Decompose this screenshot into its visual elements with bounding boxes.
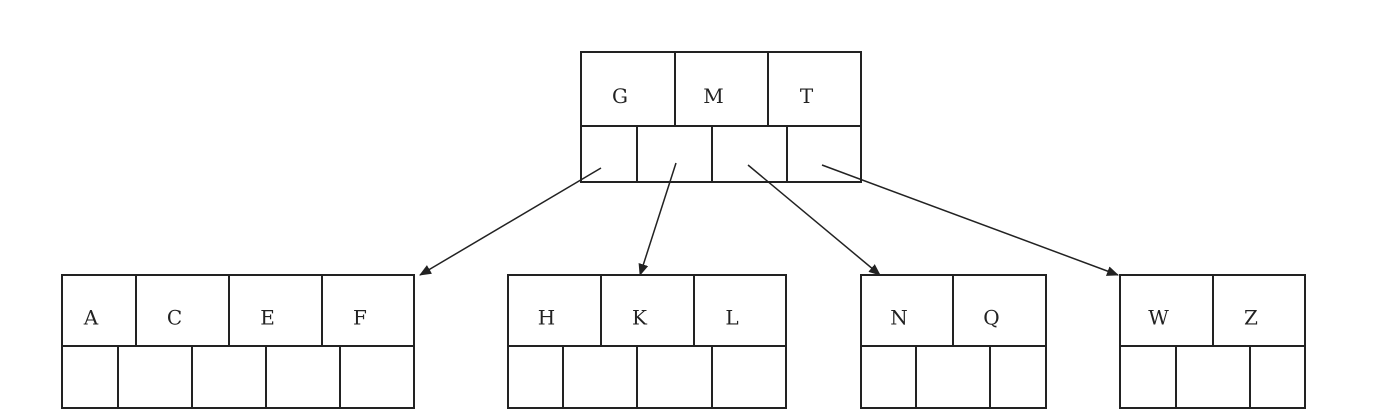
node-key: A — [83, 306, 99, 330]
node-key: K — [632, 306, 648, 330]
node-key: M — [703, 84, 723, 108]
node-key: Q — [983, 306, 999, 330]
node-key: G — [612, 84, 628, 108]
node-border — [507, 274, 787, 409]
child-pointer-arrow — [747, 164, 881, 276]
node-key: T — [800, 84, 814, 108]
node-key: C — [167, 306, 182, 330]
node-border — [580, 51, 862, 183]
child-pointer-arrow — [419, 167, 602, 276]
child-pointer-arrow — [638, 162, 677, 276]
node-border — [61, 274, 415, 409]
node-key: N — [890, 306, 908, 330]
node-key: F — [353, 306, 367, 330]
node-key: H — [538, 306, 555, 330]
node-key: L — [725, 306, 738, 330]
node-key: Z — [1244, 306, 1258, 330]
node-key: E — [260, 306, 275, 330]
child-pointer-arrow — [821, 164, 1119, 276]
node-key: W — [1148, 306, 1169, 330]
